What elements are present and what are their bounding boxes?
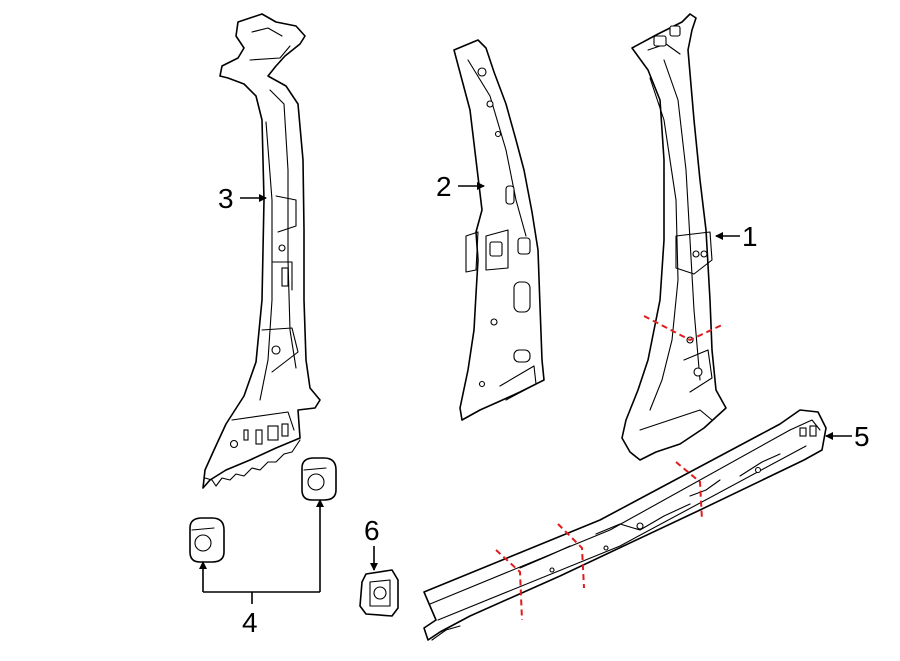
callout-4: 4: [242, 607, 258, 638]
callout-3: 3: [218, 183, 234, 214]
callout-5: 5: [854, 421, 870, 452]
callout-1: 1: [742, 221, 758, 252]
part-1-pillar-outer: [621, 13, 727, 461]
part-2-pillar-inner: [453, 39, 545, 421]
part-3-pillar-reinforcement: [202, 13, 321, 489]
cut-lines: [495, 315, 725, 621]
callout-6: 6: [364, 515, 380, 546]
part-6-seal: [359, 569, 399, 617]
part-4-plug-left: [189, 517, 225, 563]
part-4-plug-right: [301, 457, 337, 501]
leader-lines: [199, 182, 852, 604]
callout-2: 2: [436, 171, 452, 202]
part-5-rocker-panel: [423, 409, 827, 641]
